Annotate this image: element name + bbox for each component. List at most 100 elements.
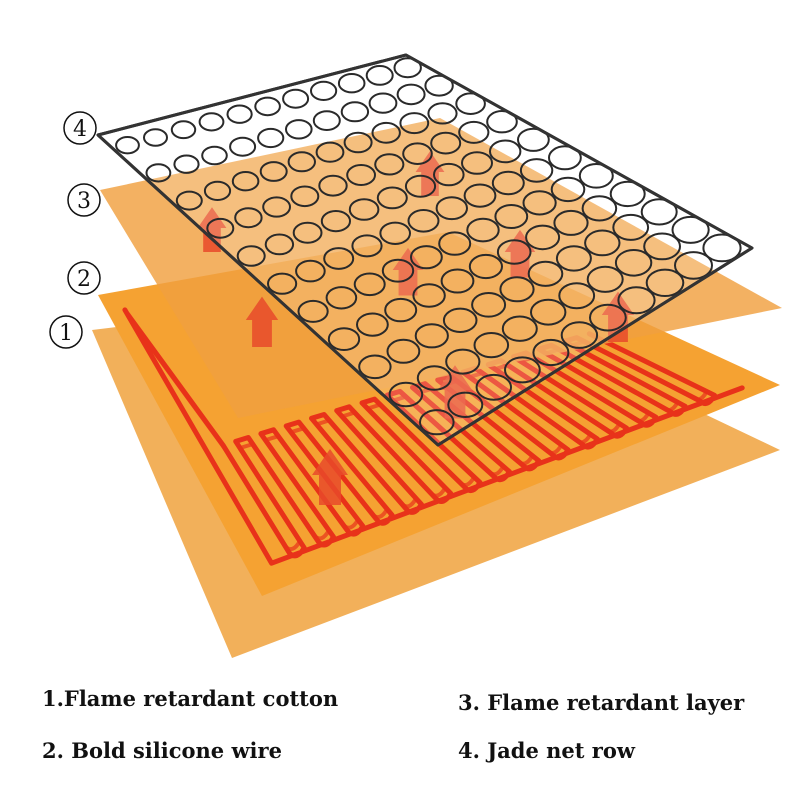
net-hole [310, 80, 338, 102]
net-hole [386, 338, 421, 364]
net-hole [671, 215, 710, 244]
net-hole [430, 131, 462, 155]
net-hole [201, 145, 228, 166]
net-hole [348, 198, 380, 221]
net-hole [461, 151, 493, 175]
net-hole [558, 282, 596, 310]
net-hole [447, 391, 484, 418]
silicone-heating-wire [122, 307, 745, 566]
layer-marker-1: 1 [49, 315, 83, 349]
net-hole [522, 190, 557, 216]
net-hole [320, 210, 351, 233]
net-hole [643, 232, 681, 261]
net-hole [175, 190, 203, 211]
net-hole [424, 74, 454, 97]
net-hole [143, 128, 168, 147]
layer-marker-4-number: 4 [73, 117, 87, 142]
net-hole [325, 286, 358, 310]
net-hole [229, 136, 257, 157]
net-hole [494, 204, 529, 229]
net-hole [438, 231, 472, 256]
net-hole [259, 161, 288, 182]
net-hole [173, 154, 200, 174]
net-hole [555, 245, 592, 272]
net-hole [234, 207, 263, 229]
net-hole [396, 83, 426, 106]
layer-marker-3: 3 [67, 183, 101, 217]
net-hole [504, 356, 541, 384]
net-hole [527, 260, 564, 287]
net-hole [463, 183, 497, 208]
net-hole [553, 209, 589, 236]
net-hole [640, 198, 678, 226]
net-hole [381, 258, 415, 283]
net-hole [586, 265, 624, 293]
jade-net-row-layer [96, 53, 754, 447]
net-hole [388, 381, 424, 408]
net-hole [340, 101, 370, 123]
net-hole [379, 221, 412, 246]
net-hole [203, 180, 232, 201]
net-hole [589, 303, 627, 332]
net-hole [609, 180, 646, 208]
net-hole [368, 92, 398, 114]
net-hole [282, 88, 310, 109]
net-hole [458, 120, 490, 144]
net-hole [393, 57, 422, 79]
net-hole [287, 151, 316, 173]
net-hole [674, 251, 713, 280]
net-hole [315, 141, 345, 163]
net-hole [466, 217, 500, 243]
net-hole [440, 268, 475, 294]
net-hole [337, 73, 366, 94]
net-hole [455, 92, 486, 115]
net-hole [491, 170, 525, 196]
net-hole [318, 174, 348, 197]
net-hole [226, 104, 253, 124]
net-hole [519, 158, 554, 183]
arrow-up-icon [437, 365, 473, 419]
net-hole [290, 185, 320, 208]
net-hole [419, 409, 455, 436]
net-hole [374, 153, 405, 176]
net-hole [581, 195, 618, 222]
net-hole [262, 196, 292, 218]
net-hole [489, 139, 522, 164]
net-hole [468, 253, 503, 280]
net-hole [351, 234, 383, 258]
net-hole [530, 298, 567, 326]
net-hole [496, 239, 532, 265]
net-hole [236, 245, 266, 267]
net-hole [365, 65, 394, 86]
net-hole [435, 196, 468, 221]
net-hole [297, 299, 329, 323]
net-hole [550, 176, 586, 203]
net-hole [486, 110, 518, 134]
net-hole [560, 321, 599, 349]
net-hole [327, 327, 361, 352]
net-hole [254, 96, 281, 117]
layer-marker-4: 4 [63, 111, 97, 145]
net-hole [292, 221, 323, 244]
legend-item-1: 1.Flame retardant cotton [42, 686, 339, 711]
layer-marker-2-number: 2 [77, 267, 91, 292]
net-hole [525, 224, 561, 251]
net-hole [645, 268, 685, 297]
net-hole [416, 365, 452, 391]
net-hole [702, 233, 742, 263]
legend-item-4: 4. Jade net row [458, 738, 635, 763]
net-hole [198, 112, 225, 132]
net-hole [323, 247, 355, 270]
net-hole [407, 209, 440, 233]
net-hole [475, 373, 512, 401]
net-hole [399, 112, 430, 135]
layer-marker-2: 2 [67, 261, 101, 295]
arrow-up-icon [245, 296, 279, 347]
net-hole [376, 186, 408, 210]
net-hole [358, 354, 392, 380]
legend: 1.Flame retardant cotton 2. Bold silicon… [0, 660, 800, 800]
net-hole [404, 174, 437, 198]
net-hole [578, 163, 614, 189]
net-hole [285, 119, 313, 140]
net-hole [145, 163, 172, 183]
